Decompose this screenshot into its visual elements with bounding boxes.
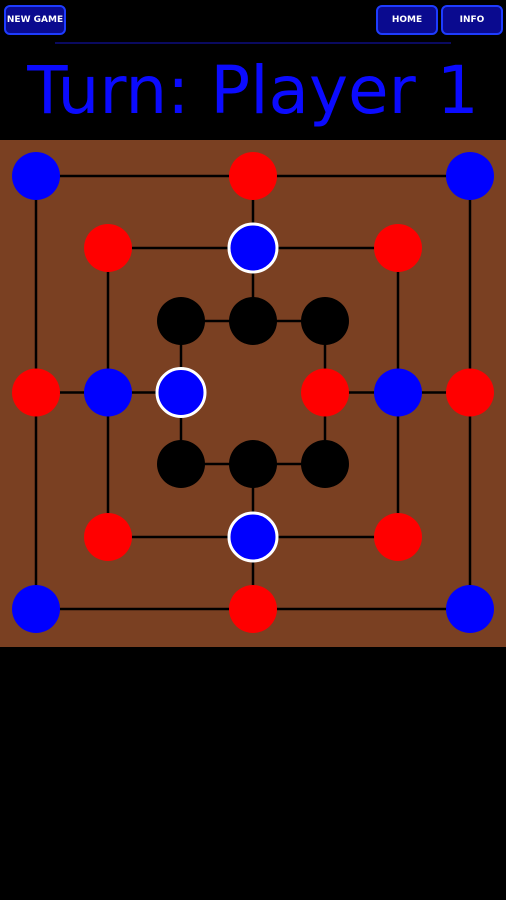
new-game-button[interactable]: NEW GAME bbox=[4, 5, 66, 35]
player1-piece-middle-mid-left[interactable] bbox=[84, 368, 132, 417]
top-bar: NEW GAME HOME INFO bbox=[0, 0, 506, 44]
bottom-empty-area bbox=[0, 647, 506, 900]
player2-piece-inner-mid-right[interactable] bbox=[301, 368, 349, 417]
empty-point-inner-bottom-left[interactable] bbox=[157, 440, 205, 488]
home-button[interactable]: HOME bbox=[376, 5, 438, 35]
player1-piece-outer-top-left[interactable] bbox=[12, 152, 60, 200]
player1-piece-middle-bottom-mid[interactable] bbox=[227, 511, 279, 563]
player2-piece-middle-top-right[interactable] bbox=[374, 224, 422, 272]
empty-point-inner-bottom-right[interactable] bbox=[301, 440, 349, 488]
info-button[interactable]: INFO bbox=[441, 5, 503, 35]
player2-piece-middle-bottom-left[interactable] bbox=[84, 513, 132, 561]
player1-piece-outer-bottom-left[interactable] bbox=[12, 585, 60, 633]
player2-piece-middle-bottom-right[interactable] bbox=[374, 513, 422, 561]
empty-point-inner-bottom-mid[interactable] bbox=[229, 440, 277, 488]
player1-piece-outer-top-right[interactable] bbox=[446, 152, 494, 200]
empty-point-inner-top-mid[interactable] bbox=[229, 297, 277, 345]
board-points bbox=[12, 152, 494, 633]
player1-piece-outer-bottom-right[interactable] bbox=[446, 585, 494, 633]
player1-piece-middle-mid-right[interactable] bbox=[374, 368, 422, 417]
player2-piece-middle-top-left[interactable] bbox=[84, 224, 132, 272]
empty-point-inner-top-right[interactable] bbox=[301, 297, 349, 345]
game-board bbox=[0, 140, 506, 647]
header-divider bbox=[55, 42, 451, 44]
player2-piece-outer-mid-left[interactable] bbox=[12, 368, 60, 417]
empty-point-inner-top-left[interactable] bbox=[157, 297, 205, 345]
player2-piece-outer-top-mid[interactable] bbox=[229, 152, 277, 200]
player1-piece-middle-top-mid[interactable] bbox=[227, 222, 279, 274]
player1-piece-inner-mid-left[interactable] bbox=[155, 367, 207, 418]
player2-piece-outer-bottom-mid[interactable] bbox=[229, 585, 277, 633]
turn-indicator: Turn: Player 1 bbox=[27, 52, 479, 129]
player2-piece-outer-mid-right[interactable] bbox=[446, 368, 494, 417]
